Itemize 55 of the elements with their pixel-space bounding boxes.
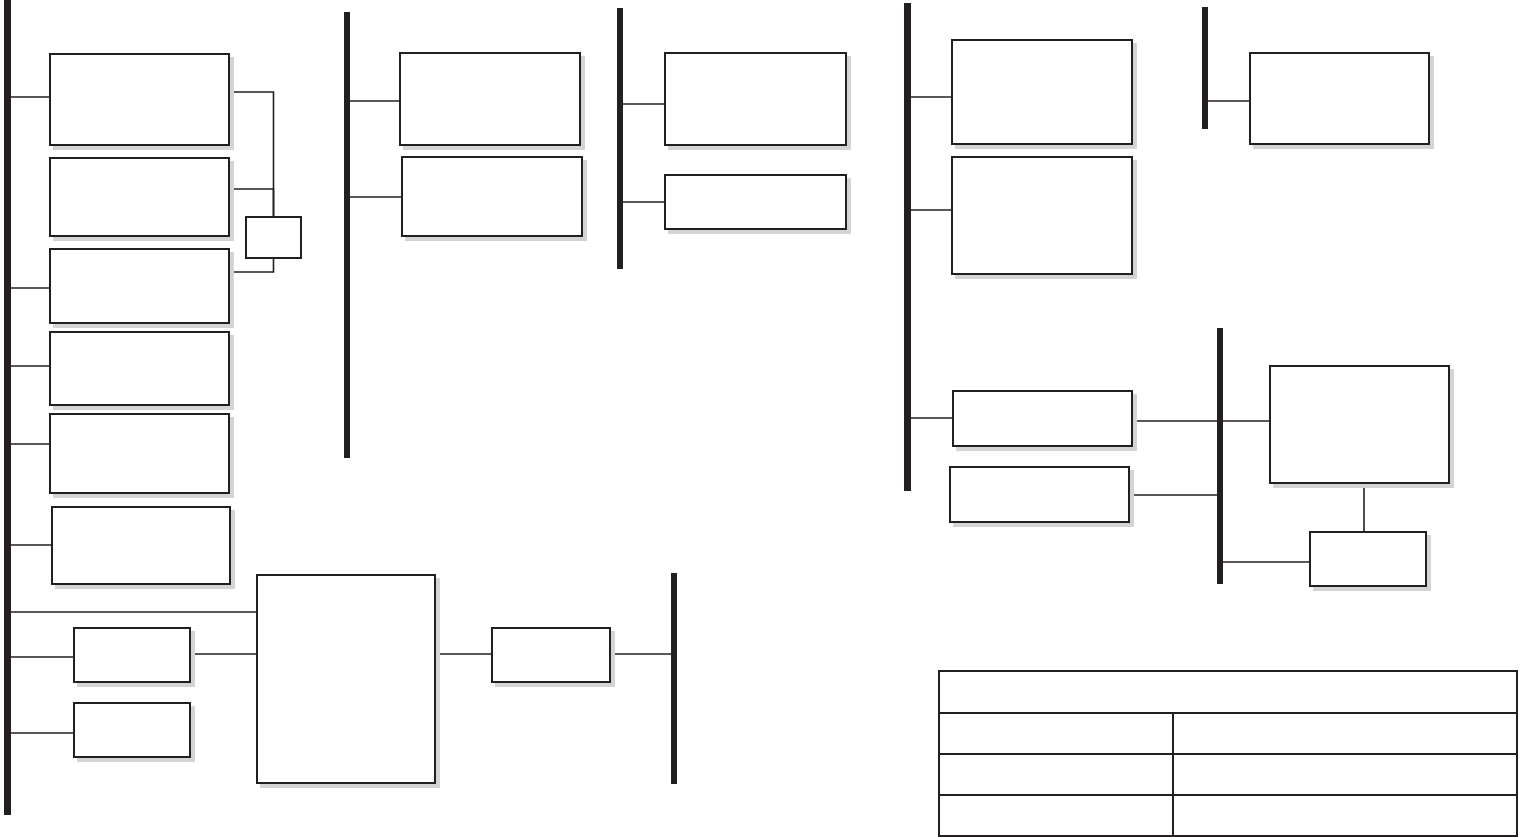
connector-line — [439, 653, 492, 655]
connector-line — [10, 443, 50, 445]
diagram-block — [952, 390, 1137, 451]
connector-line — [910, 417, 953, 419]
connector-line — [622, 103, 665, 105]
bus-bar — [344, 12, 350, 458]
diagram-block — [73, 627, 195, 687]
connector-line — [194, 653, 257, 655]
connector-line — [910, 209, 952, 211]
bus-bar — [1217, 328, 1223, 584]
bus-bar — [4, 0, 11, 815]
diagram-block — [1269, 365, 1454, 488]
bus-bar — [904, 3, 911, 491]
connector-line — [622, 201, 665, 203]
connector-line — [614, 653, 672, 655]
diagram-block — [399, 52, 585, 150]
diagram-block — [1249, 52, 1434, 149]
connector-line — [10, 96, 50, 98]
connector-line — [910, 96, 952, 98]
connector-line — [10, 732, 74, 734]
diagram-block — [401, 156, 587, 241]
diagram-block — [73, 702, 195, 762]
connector-line — [349, 100, 400, 102]
diagram-block — [951, 39, 1137, 149]
connector-line — [1222, 420, 1270, 422]
connector-line — [349, 196, 402, 198]
diagram-block — [664, 174, 851, 234]
connector-line — [1133, 494, 1218, 496]
diagram-block — [49, 248, 234, 328]
diagram-block — [949, 466, 1134, 527]
diagram-block — [49, 157, 234, 241]
connector-line — [1136, 420, 1218, 422]
diagram-block — [51, 506, 235, 589]
connector-line — [1207, 100, 1250, 102]
bus-bar — [671, 573, 677, 784]
connector-line — [10, 287, 50, 289]
connector-line — [10, 611, 257, 613]
connector-line — [10, 656, 74, 658]
connector-line — [1363, 487, 1365, 532]
diagram-block — [49, 53, 234, 150]
diagram-block — [256, 574, 440, 788]
diagram-block — [245, 216, 302, 259]
diagram-block — [49, 331, 234, 410]
connector-line — [10, 365, 50, 367]
connector-line — [1222, 561, 1310, 563]
diagram-block — [49, 413, 234, 498]
connector-line — [10, 544, 52, 546]
bus-bar — [1202, 7, 1208, 129]
diagram-block — [491, 627, 615, 687]
diagram-block — [951, 156, 1137, 279]
connector-line — [233, 258, 275, 273]
diagram-block — [1309, 531, 1431, 591]
connector-line — [233, 188, 275, 217]
diagram-block — [664, 52, 851, 150]
bus-bar — [617, 8, 623, 269]
